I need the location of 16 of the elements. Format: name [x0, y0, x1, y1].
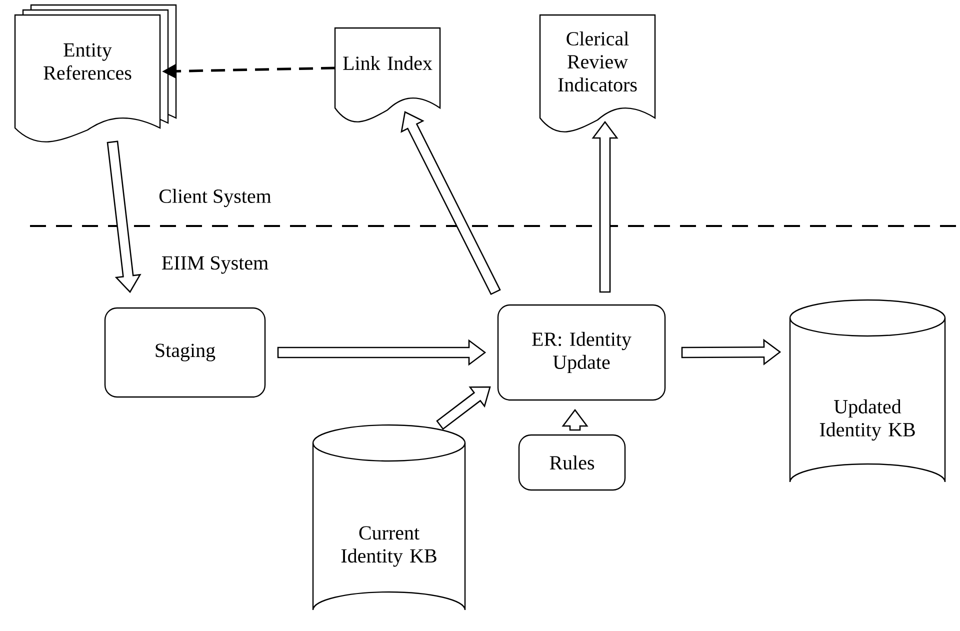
region-label: EIIM System: [159, 254, 271, 276]
block-arrow: [681, 338, 782, 366]
process-box: Staging: [104, 307, 266, 398]
database-cylinder: Current Identity KB: [312, 424, 466, 611]
process-box: ER: Identity Update: [497, 304, 666, 401]
document-stack: Entity References: [14, 4, 177, 142]
block-arrow: [562, 408, 588, 431]
block-arrow: [277, 339, 486, 366]
database-cylinder: Updated Identity KB: [789, 299, 946, 483]
block-arrow: [592, 120, 618, 293]
block-arrow: [106, 140, 142, 294]
region-label: Client System: [156, 186, 274, 210]
process-box: Rules: [518, 434, 626, 491]
node-label: Updated Identity KB: [820, 399, 915, 441]
node-label: Current Identity KB: [341, 526, 436, 567]
block-arrow: [436, 386, 491, 430]
